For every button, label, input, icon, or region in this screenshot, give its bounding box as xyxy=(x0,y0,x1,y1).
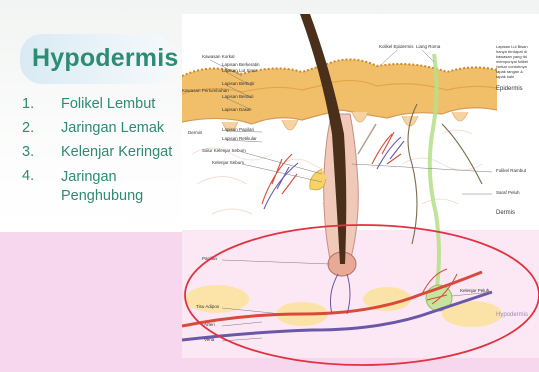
hypodermis-highlight-ellipse xyxy=(185,225,539,365)
